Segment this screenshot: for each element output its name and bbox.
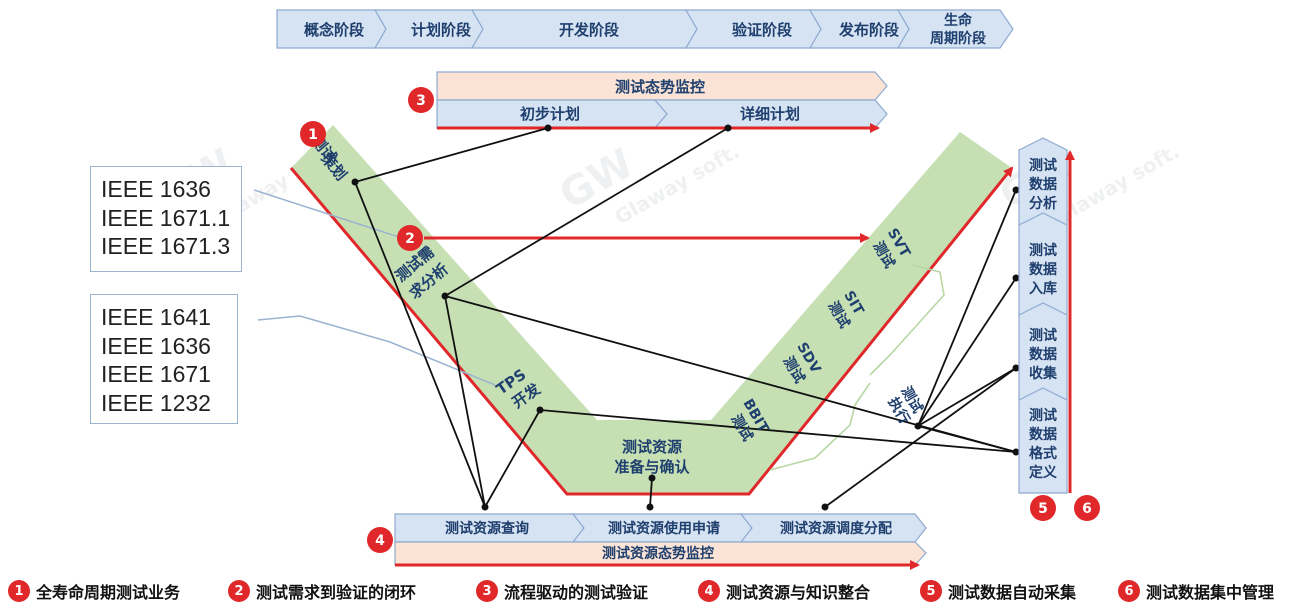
data-collect-2: 数据 xyxy=(1029,346,1057,363)
legend-item-1: 1 全寿命周期测试业务 xyxy=(8,579,180,603)
legend-item-6: 6 测试数据集中管理 xyxy=(1118,579,1274,603)
bottom-resources: 测试资源查询 测试资源使用申请 测试资源调度分配 测试资源态势监控 xyxy=(394,513,927,570)
data-collect-3: 收集 xyxy=(1029,365,1058,382)
legend-text: 测试需求到验证的闭环 xyxy=(256,583,417,602)
legend-badge: 3 xyxy=(476,580,498,602)
legend-item-4: 4 测试资源与知识整合 xyxy=(698,579,870,603)
data-format-4: 定义 xyxy=(1029,464,1057,481)
legend-text: 测试数据自动采集 xyxy=(948,583,1077,602)
res-monitor-label: 测试资源态势监控 xyxy=(602,545,714,562)
standard-item: IEEE 1232 xyxy=(101,389,211,416)
legend-badge: 2 xyxy=(228,580,250,602)
standard-item: IEEE 1636 xyxy=(101,176,211,202)
standard-item: IEEE 1671.1 xyxy=(101,204,231,231)
phase-label-plan: 计划阶段 xyxy=(411,21,471,39)
data-analysis-box xyxy=(1018,137,1068,226)
v-red-outline xyxy=(289,166,1014,496)
standards-box-2: IEEE 1641 IEEE 1636 IEEE 1671 IEEE 1232 xyxy=(90,294,238,424)
svg-text:3: 3 xyxy=(416,93,426,109)
data-store-3: 入库 xyxy=(1029,280,1057,297)
standards-box-1: IEEE 1636 IEEE 1671.1 IEEE 1671.3 xyxy=(90,166,242,272)
res-query-label: 测试资源查询 xyxy=(445,520,529,537)
res-schedule-label: 测试资源调度分配 xyxy=(780,520,892,537)
legend-badge: 1 xyxy=(8,580,30,602)
legend-item-5: 5 测试数据自动采集 xyxy=(920,579,1076,603)
svg-text:6: 6 xyxy=(1082,501,1092,517)
data-format-1: 测试 xyxy=(1029,407,1057,424)
data-analysis-2: 数据 xyxy=(1029,176,1057,193)
marker-6: 6 xyxy=(1074,495,1100,521)
data-collect-1: 测试 xyxy=(1029,327,1057,344)
data-store-1: 测试 xyxy=(1029,242,1057,259)
data-analysis-3: 分析 xyxy=(1029,195,1057,212)
monitor-bar xyxy=(436,71,888,101)
data-format-3: 格式 xyxy=(1029,445,1057,462)
legend-text: 测试数据集中管理 xyxy=(1146,583,1275,602)
data-format-2: 数据 xyxy=(1029,426,1057,443)
legend-badge: 6 xyxy=(1118,580,1140,602)
legend-item-2: 2 测试需求到验证的闭环 xyxy=(228,579,416,603)
standard-item: IEEE 1636 xyxy=(101,332,211,359)
data-store-box xyxy=(1018,212,1068,316)
data-analysis-1: 测试 xyxy=(1029,157,1057,174)
detail-plan-label: 详细计划 xyxy=(740,105,800,123)
svg-text:1: 1 xyxy=(308,127,318,143)
v-model-diagram: GW Glaway soft. GW Glaway soft. GW Glawa… xyxy=(152,9,1183,570)
std1-leader xyxy=(253,189,409,241)
initial-plan-label: 初步计划 xyxy=(520,105,580,123)
standard-item: IEEE 1671 xyxy=(101,361,211,387)
phase-bar: 概念阶段 计划阶段 开发阶段 验证阶段 发布阶段 生命 周期阶段 xyxy=(276,9,1014,49)
phase-label-release: 发布阶段 xyxy=(838,21,899,39)
phase-lifecycle xyxy=(896,9,1014,49)
legend-item-3: 3 流程驱动的测试验证 xyxy=(476,579,648,603)
legend-text: 流程驱动的测试验证 xyxy=(504,583,649,602)
standard-item: IEEE 1671.3 xyxy=(101,233,231,259)
marker-5: 5 xyxy=(1030,495,1056,521)
data-column: 测试 数据 分析 测试 数据 入库 测试 数据 收集 测试 数据 格式 定义 xyxy=(1018,137,1075,494)
svg-text:5: 5 xyxy=(1038,501,1048,517)
phase-label-concept: 概念阶段 xyxy=(304,21,364,39)
std2-leader xyxy=(257,315,496,386)
data-collect-box xyxy=(1018,302,1068,401)
connector-dots xyxy=(351,124,1020,511)
marker-1: 1 xyxy=(300,121,326,147)
phase-label-verify: 验证阶段 xyxy=(732,21,792,39)
svg-text:4: 4 xyxy=(375,533,385,549)
marker-3: 3 xyxy=(408,87,434,113)
res-monitor-bar xyxy=(394,541,927,566)
legend-text: 测试资源与知识整合 xyxy=(726,583,871,602)
execute-bracket xyxy=(769,264,945,471)
data-store-2: 数据 xyxy=(1029,261,1057,278)
legend-badge: 4 xyxy=(698,580,720,602)
standard-item: IEEE 1641 xyxy=(101,304,211,330)
top-monitor: 测试态势监控 初步计划 详细计划 xyxy=(436,71,888,133)
legend-text: 全寿命周期测试业务 xyxy=(36,583,181,602)
markers: 1 2 3 4 5 6 xyxy=(300,87,1100,553)
marker-2: 2 xyxy=(397,225,423,251)
legend: 1 全寿命周期测试业务 2 测试需求到验证的闭环 3 流程驱动的测试验证 4 测… xyxy=(0,575,1299,609)
stage-resource-1: 测试资源 xyxy=(622,438,682,456)
phase-label-lifecycle-2: 周期阶段 xyxy=(930,30,986,47)
monitor-label: 测试态势监控 xyxy=(615,78,705,96)
data-format-box xyxy=(1018,387,1068,494)
res-apply-label: 测试资源使用申请 xyxy=(608,520,720,537)
legend-badge: 5 xyxy=(920,580,942,602)
phase-label-develop: 开发阶段 xyxy=(559,21,619,39)
phase-label-lifecycle-1: 生命 xyxy=(944,12,973,29)
marker-4: 4 xyxy=(367,527,393,553)
stage-resource-2: 准备与确认 xyxy=(614,458,690,476)
svg-text:2: 2 xyxy=(405,231,415,247)
